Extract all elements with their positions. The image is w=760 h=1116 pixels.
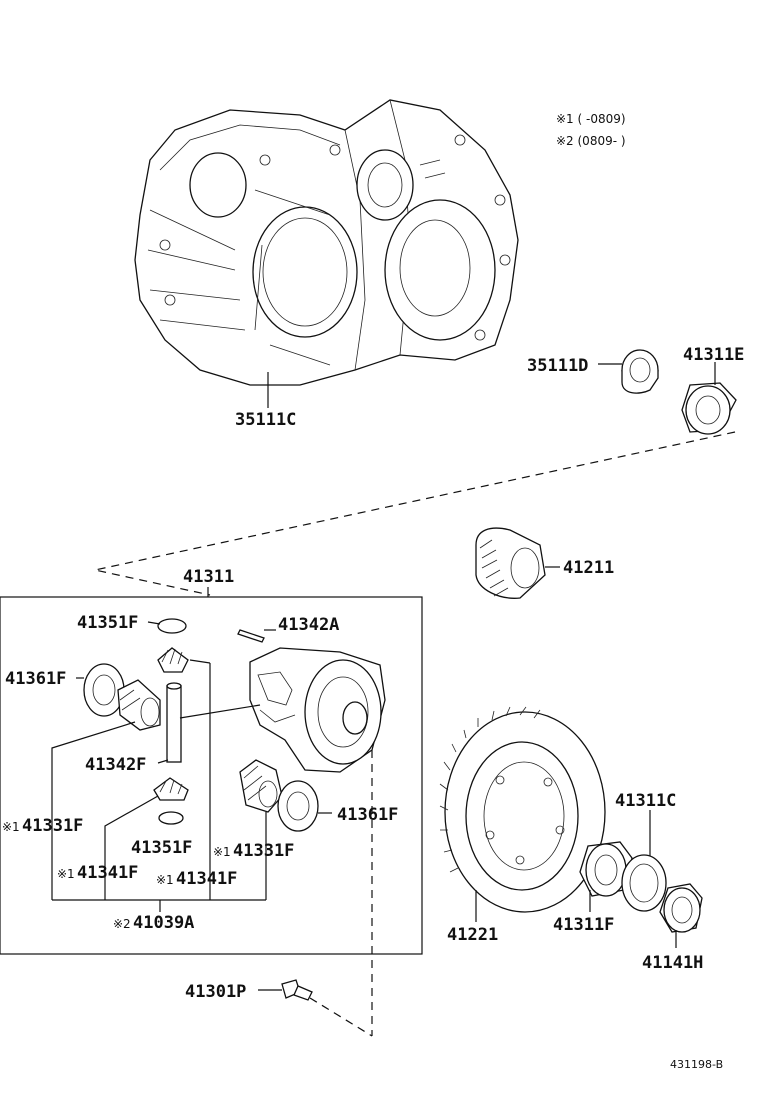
label-41311E: 41311E xyxy=(683,345,744,365)
note-1: ※1 ( -0809) xyxy=(556,112,626,126)
label-41361F-left: 41361F xyxy=(5,669,66,689)
pinion-gear-icon[interactable] xyxy=(475,527,546,599)
label-41351F-top: 41351F xyxy=(77,613,138,633)
pinion-shaft-icon[interactable] xyxy=(166,682,182,763)
mark-41331F-left: ※1 xyxy=(2,820,20,834)
washer-icon[interactable] xyxy=(621,854,667,912)
pinion-gear-icon[interactable] xyxy=(153,777,189,801)
label-41311: 41311 xyxy=(183,567,234,587)
washer-icon[interactable] xyxy=(277,780,319,832)
washer-icon[interactable] xyxy=(157,618,187,634)
label-35111C: 35111C xyxy=(235,410,296,430)
label-41331F-right: 41331F xyxy=(233,841,294,861)
tapered-bearing-icon[interactable] xyxy=(579,841,633,897)
transaxle-housing-icon[interactable] xyxy=(134,99,519,386)
label-41211: 41211 xyxy=(563,558,614,578)
pin-icon[interactable] xyxy=(237,629,265,643)
label-41141H: 41141H xyxy=(642,953,703,973)
label-41311F: 41311F xyxy=(553,915,614,935)
label-41361F-right: 41361F xyxy=(337,805,398,825)
mark-41039A: ※2 xyxy=(113,917,131,931)
mark-41341F-right: ※1 xyxy=(156,873,174,887)
differential-case-icon[interactable] xyxy=(249,647,386,773)
label-41342A: 41342A xyxy=(278,615,339,635)
pinion-gear-icon[interactable] xyxy=(157,647,189,673)
ring-gear-icon[interactable] xyxy=(439,706,606,913)
label-41039A: 41039A xyxy=(133,913,194,933)
pinion-gear-icon[interactable] xyxy=(117,679,161,731)
pinion-gear-icon[interactable] xyxy=(239,759,283,813)
label-41341F-right: 41341F xyxy=(176,869,237,889)
label-41341F-left: 41341F xyxy=(77,863,138,883)
label-41301P: 41301P xyxy=(185,982,246,1002)
label-41221: 41221 xyxy=(447,925,498,945)
label-41342F: 41342F xyxy=(85,755,146,775)
tapered-bearing-icon[interactable] xyxy=(681,382,737,435)
differential-assembly-box xyxy=(0,596,423,955)
mark-41331F-right: ※1 xyxy=(213,845,231,859)
label-41351F-bottom: 41351F xyxy=(131,838,192,858)
diagram-code: 431198-B xyxy=(670,1058,723,1071)
washer-icon[interactable] xyxy=(158,811,184,825)
oil-seal-icon[interactable] xyxy=(621,349,659,394)
label-41331F-left: 41331F xyxy=(22,816,83,836)
mark-41341F-left: ※1 xyxy=(57,867,75,881)
label-41311C: 41311C xyxy=(615,791,676,811)
label-35111D: 35111D xyxy=(527,356,588,376)
tapered-bearing-icon[interactable] xyxy=(659,883,703,933)
bolt-icon[interactable] xyxy=(281,979,313,1001)
note-2: ※2 (0809- ) xyxy=(556,134,626,148)
